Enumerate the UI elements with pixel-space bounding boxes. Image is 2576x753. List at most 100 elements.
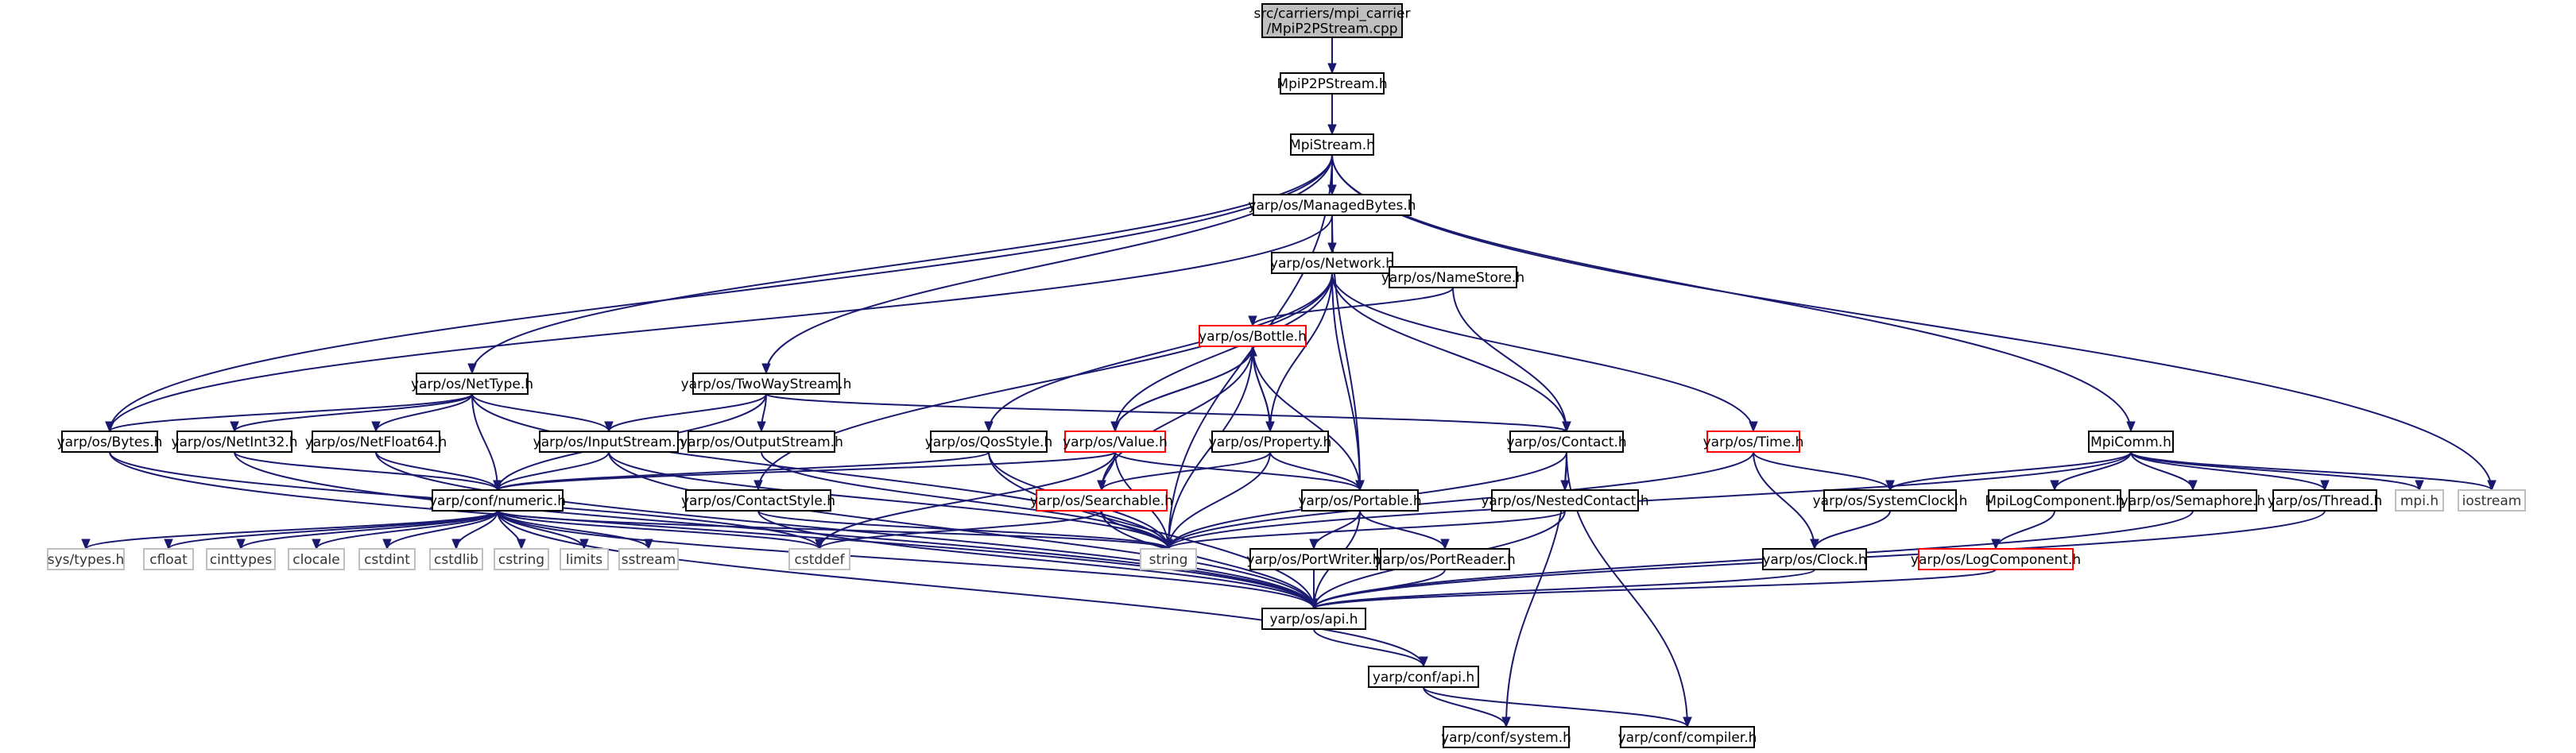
node-bottle_h[interactable]: yarp/os/Bottle.h xyxy=(1199,325,1307,347)
edge-outputstream_h-to-string xyxy=(761,451,1169,550)
node-box-netint32_h xyxy=(176,431,292,453)
edge-network_h-to-time_h xyxy=(1331,272,1754,432)
node-mpicomm_h[interactable]: MpiComm.h xyxy=(2088,431,2174,453)
node-box-outputstream_h xyxy=(688,431,835,453)
node-box-clock_h xyxy=(1762,548,1867,570)
node-managedbytes_h[interactable]: yarp/os/ManagedBytes.h xyxy=(1248,194,1416,216)
edge-numeric_h-to-cstddef xyxy=(497,510,820,550)
node-conf_api_h[interactable]: yarp/conf/api.h xyxy=(1368,666,1479,688)
edge-numeric_h-to-clocale xyxy=(316,510,498,550)
node-cstring[interactable]: cstring xyxy=(494,548,549,570)
node-box-searchable_h xyxy=(1036,489,1168,512)
node-label-root: src/carriers/mpi_carrier xyxy=(1254,6,1411,22)
node-bytes_h[interactable]: yarp/os/Bytes.h xyxy=(57,431,163,453)
arrowhead-twowaystream_h-to-contact_h xyxy=(1562,421,1571,433)
node-cfloat[interactable]: cfloat xyxy=(143,548,194,570)
edge-numeric_h-to-cstdint xyxy=(386,510,498,550)
node-mpi_h[interactable]: mpi.h xyxy=(2395,489,2444,512)
node-box-compiler_h xyxy=(1620,726,1755,748)
node-cstdlib[interactable]: cstdlib xyxy=(429,548,483,570)
edge-network_h-to-qosstyle_h xyxy=(988,272,1333,432)
node-nettype_h[interactable]: yarp/os/NetType.h xyxy=(411,373,533,395)
edge-api_h-to-conf_api_h xyxy=(1313,628,1424,667)
node-systemclock_h[interactable]: yarp/os/SystemClock.h xyxy=(1813,489,1968,512)
node-compiler_h[interactable]: yarp/conf/compiler.h xyxy=(1618,726,1757,748)
node-label-systemclock_h: yarp/os/SystemClock.h xyxy=(1813,493,1968,509)
node-box-mpip2pstream_h xyxy=(1280,72,1385,95)
node-systypes_h[interactable]: sys/types.h xyxy=(47,548,125,570)
arrowhead-value_h-to-searchable_h xyxy=(1097,480,1106,492)
node-api_h[interactable]: yarp/os/api.h xyxy=(1261,608,1366,630)
node-mpilogcomponent_h[interactable]: MpiLogComponent.h xyxy=(1985,489,2125,512)
node-netfloat64_h[interactable]: yarp/os/NetFloat64.h xyxy=(305,431,447,453)
node-searchable_h[interactable]: yarp/os/Searchable.h xyxy=(1030,489,1173,512)
arrowhead-mpicomm_h-to-semaphore_h xyxy=(2188,480,2198,492)
node-inputstream_h[interactable]: yarp/os/InputStream.h xyxy=(533,431,685,453)
node-system_h[interactable]: yarp/conf/system.h xyxy=(1441,726,1571,748)
node-box-nettype_h xyxy=(416,373,529,395)
node-outputstream_h[interactable]: yarp/os/OutputStream.h xyxy=(680,431,843,453)
edge-layer xyxy=(81,37,2497,728)
node-iostream[interactable]: iostream xyxy=(2458,489,2526,512)
node-portreader_h[interactable]: yarp/os/PortReader.h xyxy=(1374,548,1516,570)
arrowhead-qosstyle_h-to-numeric_h xyxy=(493,480,502,492)
edge-nettype_h-to-inputstream_h xyxy=(471,393,610,432)
node-numeric_h[interactable]: yarp/conf/numeric.h xyxy=(429,489,566,512)
node-mpip2pstream_h[interactable]: MpiP2PStream.h xyxy=(1276,72,1388,95)
arrowhead-mpicomm_h-to-iostream xyxy=(2487,480,2497,492)
node-logcomponent_h[interactable]: yarp/os/LogComponent.h xyxy=(1911,548,2081,570)
node-namestore_h[interactable]: yarp/os/NameStore.h xyxy=(1381,266,1524,288)
arrowhead-numeric_h-to-api_h xyxy=(1309,598,1319,610)
node-box-inputstream_h xyxy=(539,431,679,453)
edge-searchable_h-to-api_h xyxy=(1101,510,1315,609)
node-time_h[interactable]: yarp/os/Time.h xyxy=(1703,431,1804,453)
node-box-logcomponent_h xyxy=(1918,548,2074,570)
arrowhead-mpistream_h-to-nettype_h xyxy=(467,363,477,375)
node-box-mpistream_h xyxy=(1290,133,1374,156)
edge-mpicomm_h-to-mpi_h xyxy=(2130,451,2420,491)
node-mpistream_h[interactable]: MpiStream.h xyxy=(1289,133,1375,156)
node-netint32_h[interactable]: yarp/os/NetInt32.h xyxy=(171,431,298,453)
node-box-numeric_h xyxy=(432,489,564,512)
edge-mpicomm_h-to-iostream xyxy=(2130,451,2493,491)
node-box-limits xyxy=(560,548,609,570)
arrowhead-value_h-to-portable_h xyxy=(1355,480,1365,492)
node-cstdint[interactable]: cstdint xyxy=(358,548,416,570)
node-thread_h[interactable]: yarp/os/Thread.h xyxy=(2268,489,2383,512)
node-box-sstream xyxy=(618,548,679,570)
node-cstddef[interactable]: cstddef xyxy=(788,548,850,570)
edge-numeric_h-to-cfloat xyxy=(168,510,498,550)
node-semaphore_h[interactable]: yarp/os/Semaphore.h xyxy=(2121,489,2265,512)
node-portable_h[interactable]: yarp/os/Portable.h xyxy=(1298,489,1422,512)
node-label-bottle_h: yarp/os/Bottle.h xyxy=(1199,329,1307,345)
node-network_h[interactable]: yarp/os/Network.h xyxy=(1270,252,1394,274)
arrowhead-mpicomm_h-to-thread_h xyxy=(2320,480,2330,492)
node-label-searchable_h: yarp/os/Searchable.h xyxy=(1030,493,1173,509)
node-sstream[interactable]: sstream xyxy=(618,548,679,570)
edge-qosstyle_h-to-numeric_h xyxy=(497,451,990,491)
node-string[interactable]: string xyxy=(1140,548,1197,570)
node-property_h[interactable]: yarp/os/Property.h xyxy=(1209,431,1332,453)
node-value_h[interactable]: yarp/os/Value.h xyxy=(1063,431,1168,453)
node-clock_h[interactable]: yarp/os/Clock.h xyxy=(1762,548,1867,570)
node-label-contact_h: yarp/os/Contact.h xyxy=(1506,434,1626,450)
edge-netfloat64_h-to-numeric_h xyxy=(375,451,498,491)
node-contact_h[interactable]: yarp/os/Contact.h xyxy=(1506,431,1627,453)
node-limits[interactable]: limits xyxy=(560,548,609,570)
node-twowaystream_h[interactable]: yarp/os/TwoWayStream.h xyxy=(681,373,852,395)
node-nestedcontact_h[interactable]: yarp/os/NestedContact.h xyxy=(1481,489,1649,512)
node-qosstyle_h[interactable]: yarp/os/QosStyle.h xyxy=(925,431,1053,453)
edge-semaphore_h-to-api_h xyxy=(1313,510,2194,609)
node-root[interactable]: src/carriers/mpi_carrier/MpiP2PStream.cp… xyxy=(1254,3,1411,38)
node-label-cstdlib: cstdlib xyxy=(434,552,478,568)
node-contactstyle_h[interactable]: yarp/os/ContactStyle.h xyxy=(681,489,835,512)
node-cinttypes[interactable]: cinttypes xyxy=(206,548,276,570)
node-label-system_h: yarp/conf/system.h xyxy=(1441,730,1571,746)
arrowhead-root-to-mpip2pstream_h xyxy=(1327,63,1337,75)
arrowhead-numeric_h-to-sstream xyxy=(644,539,653,550)
node-label-cstdint: cstdint xyxy=(364,552,410,568)
node-clocale[interactable]: clocale xyxy=(288,548,345,570)
node-box-contactstyle_h xyxy=(685,489,831,512)
node-portwriter_h[interactable]: yarp/os/PortWriter.h xyxy=(1246,548,1381,570)
node-box-bottle_h xyxy=(1199,325,1307,347)
